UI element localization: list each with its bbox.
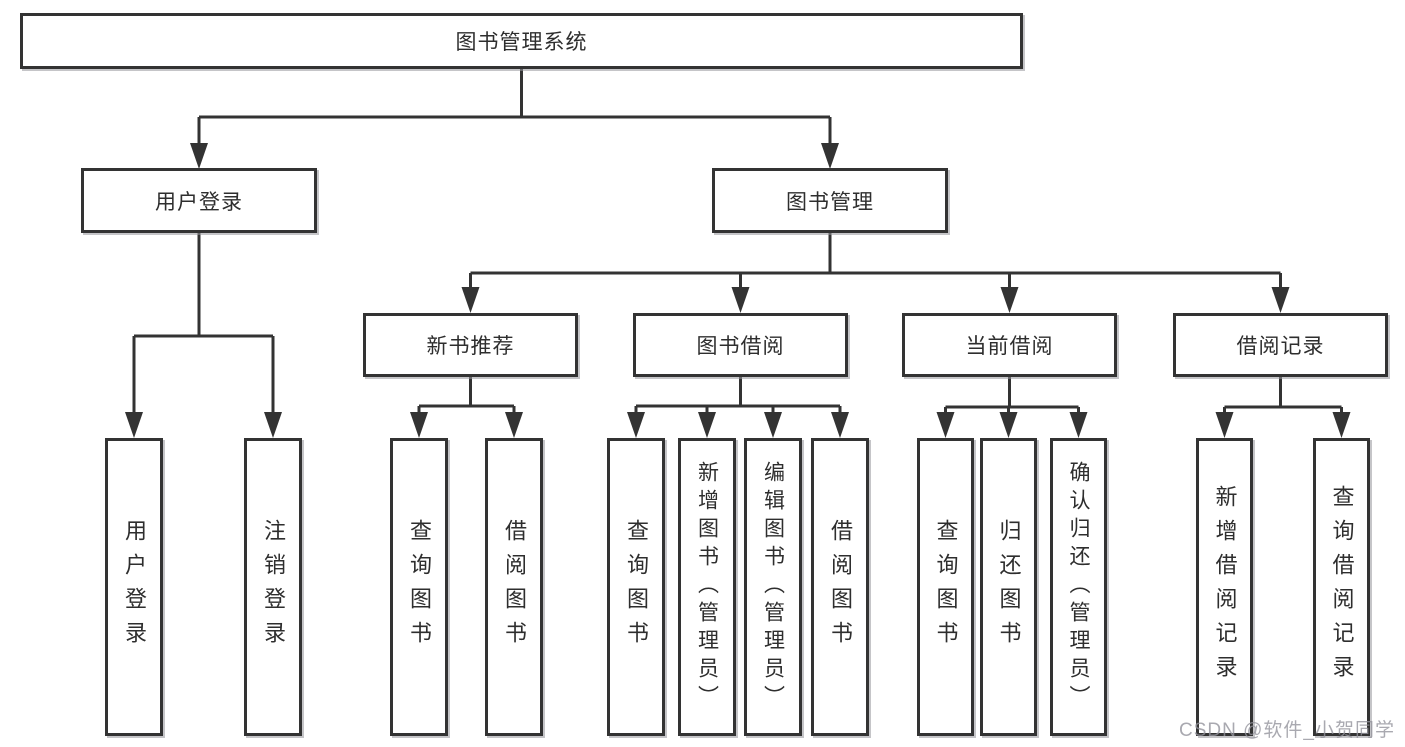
leaf-query-books-current: 查询图书	[917, 438, 974, 736]
node-label: 归还图书	[996, 519, 1022, 655]
node-borrowing-records: 借阅记录	[1173, 313, 1388, 377]
node-label: 确认归还（管理员）	[1067, 461, 1090, 713]
node-label: 查询图书	[624, 519, 649, 655]
node-label: 用户登录	[122, 519, 147, 655]
node-book-management: 图书管理	[712, 168, 948, 233]
leaf-confirm-return-admin: 确认归还（管理员）	[1050, 438, 1107, 736]
leaf-query-books-recommend: 查询图书	[390, 438, 448, 736]
node-book-borrowing: 图书借阅	[633, 313, 848, 377]
node-label: 当前借阅	[965, 335, 1054, 358]
node-label: 新增图书（管理员）	[695, 461, 719, 713]
leaf-edit-books-admin: 编辑图书（管理员）	[744, 438, 802, 736]
node-label: 借阅图书	[828, 519, 853, 655]
node-label: 注销登录	[261, 519, 286, 655]
node-library-management-system: 图书管理系统	[20, 13, 1023, 69]
leaf-query-borrowing-record: 查询借阅记录	[1313, 438, 1370, 736]
leaf-borrow-books-recommend: 借阅图书	[485, 438, 543, 736]
node-label: 图书管理	[786, 190, 874, 214]
node-user-login: 用户登录	[81, 168, 317, 233]
node-new-book-recommendation: 新书推荐	[363, 313, 578, 377]
leaf-query-books-borrowing: 查询图书	[607, 438, 665, 736]
node-label: 借阅记录	[1236, 335, 1325, 358]
node-label: 查询图书	[933, 519, 959, 655]
leaf-logout: 注销登录	[244, 438, 302, 736]
node-current-borrowing: 当前借阅	[902, 313, 1117, 377]
node-label: 借阅图书	[502, 519, 527, 655]
node-label: 查询图书	[407, 519, 432, 655]
arrowheads	[125, 143, 1351, 438]
node-label: 新增借阅记录	[1212, 485, 1238, 689]
node-label: 图书管理系统	[455, 31, 588, 54]
leaf-borrow-books-borrowing: 借阅图书	[811, 438, 869, 736]
node-label: 图书借阅	[696, 335, 785, 358]
leaf-add-borrowing-record: 新增借阅记录	[1196, 438, 1253, 736]
node-label: 用户登录	[155, 190, 243, 214]
node-label: 查询借阅记录	[1329, 485, 1355, 689]
leaf-user-login: 用户登录	[105, 438, 163, 736]
node-label: 新书推荐	[426, 335, 515, 358]
leaf-return-books: 归还图书	[980, 438, 1037, 736]
csdn-watermark: CSDN @软件_小贺同学	[1179, 720, 1395, 741]
node-label: 编辑图书（管理员）	[761, 461, 785, 713]
leaf-add-books-admin: 新增图书（管理员）	[678, 438, 736, 736]
